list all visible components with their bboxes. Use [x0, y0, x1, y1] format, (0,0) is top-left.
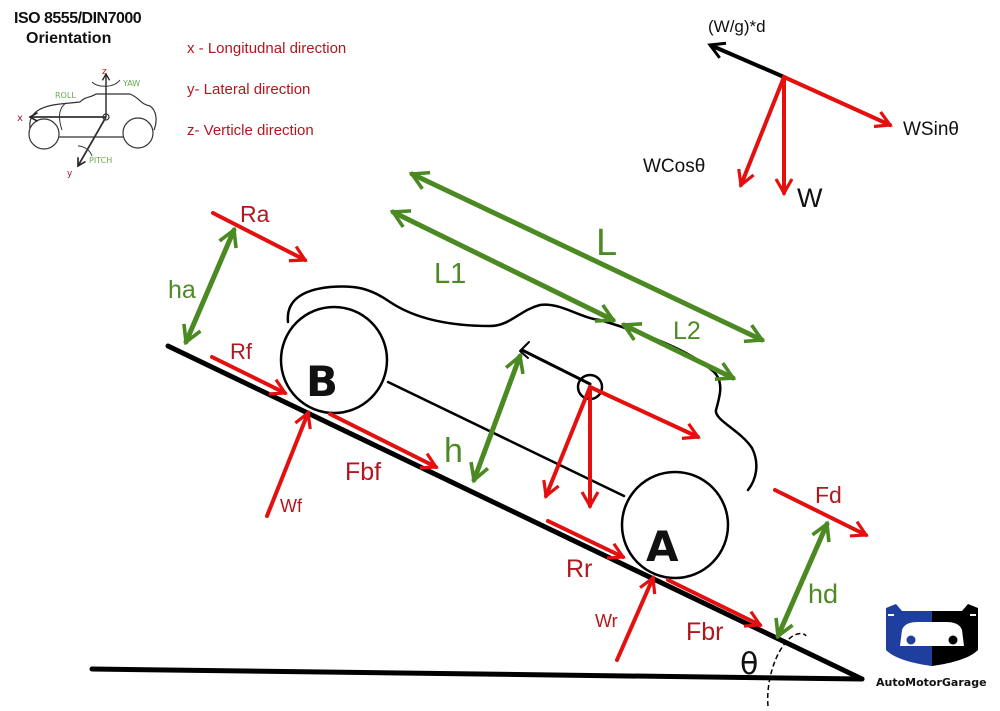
wr-label: Wr	[595, 611, 618, 631]
w-sin-arrow	[782, 75, 893, 129]
logo-car-body	[900, 622, 964, 646]
logo-stripe-left	[888, 614, 894, 616]
logo-car-wheel-left	[906, 635, 916, 645]
logo-stripe-right	[970, 614, 976, 616]
sketch-rear-wheel	[122, 117, 154, 149]
h-dimension	[469, 352, 525, 484]
cg-w-sin-arrow	[588, 385, 701, 440]
w-cos-label: WCosθ	[643, 156, 705, 177]
fbr-label: Fbr	[686, 618, 724, 646]
ha-dimension	[182, 226, 238, 346]
yaw-label: YAW	[122, 79, 140, 88]
direction-legend: x - Longitudnal direction y- Lateral dir…	[187, 40, 346, 139]
wf-label: Wf	[280, 496, 303, 516]
front-wheel-label: B	[306, 357, 338, 406]
hd-dimension	[774, 520, 831, 640]
ra-label: Ra	[240, 201, 270, 227]
fd-arrow	[773, 488, 869, 538]
h-label: h	[444, 432, 463, 470]
legend-x-direction: x - Longitudnal direction	[187, 40, 346, 57]
inclined-road	[165, 343, 865, 682]
l2-dimension	[620, 321, 737, 382]
ra-arrow	[211, 211, 308, 263]
roll-rotation-arrow	[59, 102, 67, 131]
fbr-arrow	[666, 578, 763, 628]
wf-arrow	[265, 410, 312, 518]
ground: θ	[89, 343, 865, 707]
legend-z-direction: z- Verticle direction	[187, 122, 314, 139]
pitch-rotation-arrow	[77, 145, 93, 157]
ha-label: ha	[168, 276, 196, 304]
rear-wheel-label: A	[646, 522, 679, 571]
orientation-subtitle: Orientation	[26, 30, 111, 47]
brand-name: AutoMotorGarage	[876, 676, 987, 689]
l1-dimension	[389, 209, 617, 323]
force-arrows	[210, 211, 869, 662]
car: B A	[279, 285, 758, 580]
orientation-title: ISO 8555/DIN7000	[14, 10, 142, 27]
weight-components: (W/g)*d WSinθ WCosθ W	[643, 17, 959, 213]
fbf-label: Fbf	[345, 458, 381, 486]
cg-w-cos-arrow	[542, 385, 592, 499]
theta-label: θ	[740, 647, 758, 682]
fbf-arrow	[328, 412, 439, 470]
sketch-car-body	[29, 93, 157, 131]
front-wheel	[279, 305, 389, 415]
inertia-label: (W/g)*d	[708, 17, 766, 36]
l2-label: L2	[673, 317, 701, 345]
logo-car-wheel-right	[948, 635, 958, 645]
legend-y-direction: y- Lateral direction	[187, 81, 310, 98]
cg-reference-tick	[519, 341, 530, 359]
w-label: W	[797, 183, 823, 213]
rr-arrow	[546, 519, 626, 560]
dimension-arrows	[182, 170, 831, 640]
inertia-force-arrow	[707, 41, 785, 79]
l-label: L	[596, 222, 617, 264]
wr-arrow	[615, 575, 657, 662]
fd-label: Fd	[815, 482, 842, 508]
rear-wheel	[620, 470, 730, 580]
y-axis-label: y	[67, 169, 73, 179]
x-axis-label: x	[17, 113, 23, 124]
y-axis-arrow	[77, 116, 107, 168]
sketch-cg	[102, 113, 110, 121]
w-cos-arrow	[737, 75, 786, 188]
rr-label: Rr	[566, 555, 592, 583]
brand-logo: AutoMotorGarage	[876, 604, 987, 689]
l-dimension	[408, 170, 766, 344]
l1-label: L1	[434, 258, 466, 290]
sketch-front-wheel	[28, 118, 60, 150]
hd-label: hd	[808, 579, 838, 609]
cg-reference-line	[520, 348, 592, 386]
z-axis-label: z	[102, 67, 107, 77]
rf-label: Rf	[230, 339, 253, 364]
w-sin-label: WSinθ	[903, 119, 959, 140]
horizontal-ground	[89, 666, 865, 682]
rf-arrow	[210, 355, 288, 396]
roll-label: ROLL	[55, 91, 76, 100]
pitch-label: PITCH	[89, 156, 112, 165]
orientation-car-sketch	[28, 72, 157, 168]
yaw-rotation-arrow	[91, 79, 121, 87]
orientation-header: ISO 8555/DIN7000 Orientation	[14, 10, 142, 47]
